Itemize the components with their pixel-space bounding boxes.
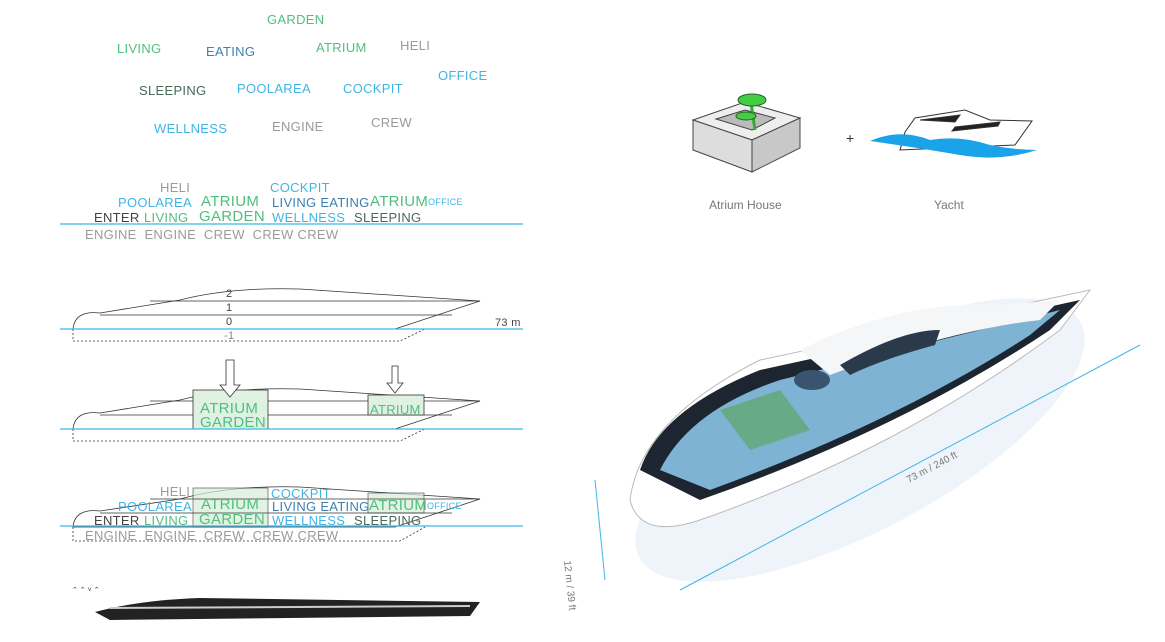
yacht-render: [629, 289, 1092, 582]
hull-office: OFFICE: [427, 501, 462, 511]
hull-garden: GARDEN: [199, 511, 265, 528]
combined-hull: [72, 486, 481, 542]
insert-atrium: ATRIUM: [200, 400, 259, 417]
arrow-down-icon: [219, 359, 241, 398]
atrium-house-icon: [691, 93, 802, 173]
word-atrium: ATRIUM: [316, 40, 367, 55]
stack-enter: ENTER: [94, 210, 140, 225]
deck-level-1: 1: [226, 302, 233, 314]
word-cockpit: COCKPIT: [343, 81, 403, 96]
hull-enter: ENTER: [94, 513, 140, 528]
word-office: OFFICE: [438, 68, 488, 83]
hull-below-waterline: ENGINE ENGINE CREW CREW CREW: [85, 528, 339, 543]
hull-atrium: ATRIUM: [201, 496, 260, 513]
stack-cockpit: COCKPIT: [270, 180, 330, 195]
hull-living: LIVING: [144, 513, 189, 528]
word-engine: ENGINE: [272, 119, 324, 134]
word-sleeping: SLEEPING: [139, 83, 207, 98]
insert-garden: GARDEN: [200, 414, 266, 431]
stack-atrium-2: ATRIUM: [370, 193, 429, 210]
stack-living: LIVING: [144, 210, 189, 225]
word-heli: HELI: [400, 38, 431, 53]
length-label: 73 m: [495, 317, 521, 329]
word-crew: CREW: [371, 115, 412, 130]
height-dimension-line: [594, 479, 606, 581]
svg-text:⌃ ⌃ ˅ ⌃: ⌃ ⌃ ˅ ⌃: [72, 586, 100, 594]
stack-below-waterline: ENGINE ENGINE CREW CREW CREW: [85, 227, 339, 242]
deck-level-minus-1: -1: [224, 330, 235, 342]
hull-wellness: WELLNESS: [272, 513, 346, 528]
atrium-house-label: Atrium House: [709, 198, 782, 212]
stack-office: OFFICE: [428, 197, 463, 207]
yacht-label: Yacht: [934, 198, 964, 212]
plus-sign: +: [846, 130, 855, 146]
arrow-down-icon: [386, 365, 404, 394]
word-living: LIVING: [117, 41, 162, 56]
stack-atrium: ATRIUM: [201, 193, 260, 210]
stack-sleeping: SLEEPING: [354, 210, 422, 225]
hull-heli: HELI: [160, 484, 191, 499]
hull-atrium-2: ATRIUM: [369, 497, 428, 514]
hull-sleeping: SLEEPING: [354, 513, 422, 528]
word-wellness: WELLNESS: [154, 121, 228, 136]
insert-atrium-2: ATRIUM: [370, 402, 421, 417]
hull-cockpit: COCKPIT: [271, 486, 331, 501]
word-poolarea: POOLAREA: [237, 81, 311, 96]
deck-section-hull: [72, 288, 481, 342]
hull-living-eating: LIVING EATING: [272, 499, 370, 514]
atrium-insert-hull: [72, 359, 481, 442]
yacht-icon: [870, 109, 1037, 158]
stack-heli: HELI: [160, 180, 191, 195]
word-eating: EATING: [206, 44, 256, 59]
word-garden: GARDEN: [267, 12, 325, 27]
stack-living-eating: LIVING EATING: [272, 195, 370, 210]
length-dimension-line: [679, 344, 1141, 591]
stack-wellness: WELLNESS: [272, 210, 346, 225]
hull-poolarea: POOLAREA: [118, 499, 192, 514]
stack-garden: GARDEN: [199, 208, 265, 225]
yacht-side-view: ⌃ ⌃ ˅ ⌃: [72, 586, 480, 620]
deck-level-2: 2: [226, 288, 233, 300]
stack-poolarea: POOLAREA: [118, 195, 192, 210]
deck-level-0: 0: [226, 316, 233, 328]
